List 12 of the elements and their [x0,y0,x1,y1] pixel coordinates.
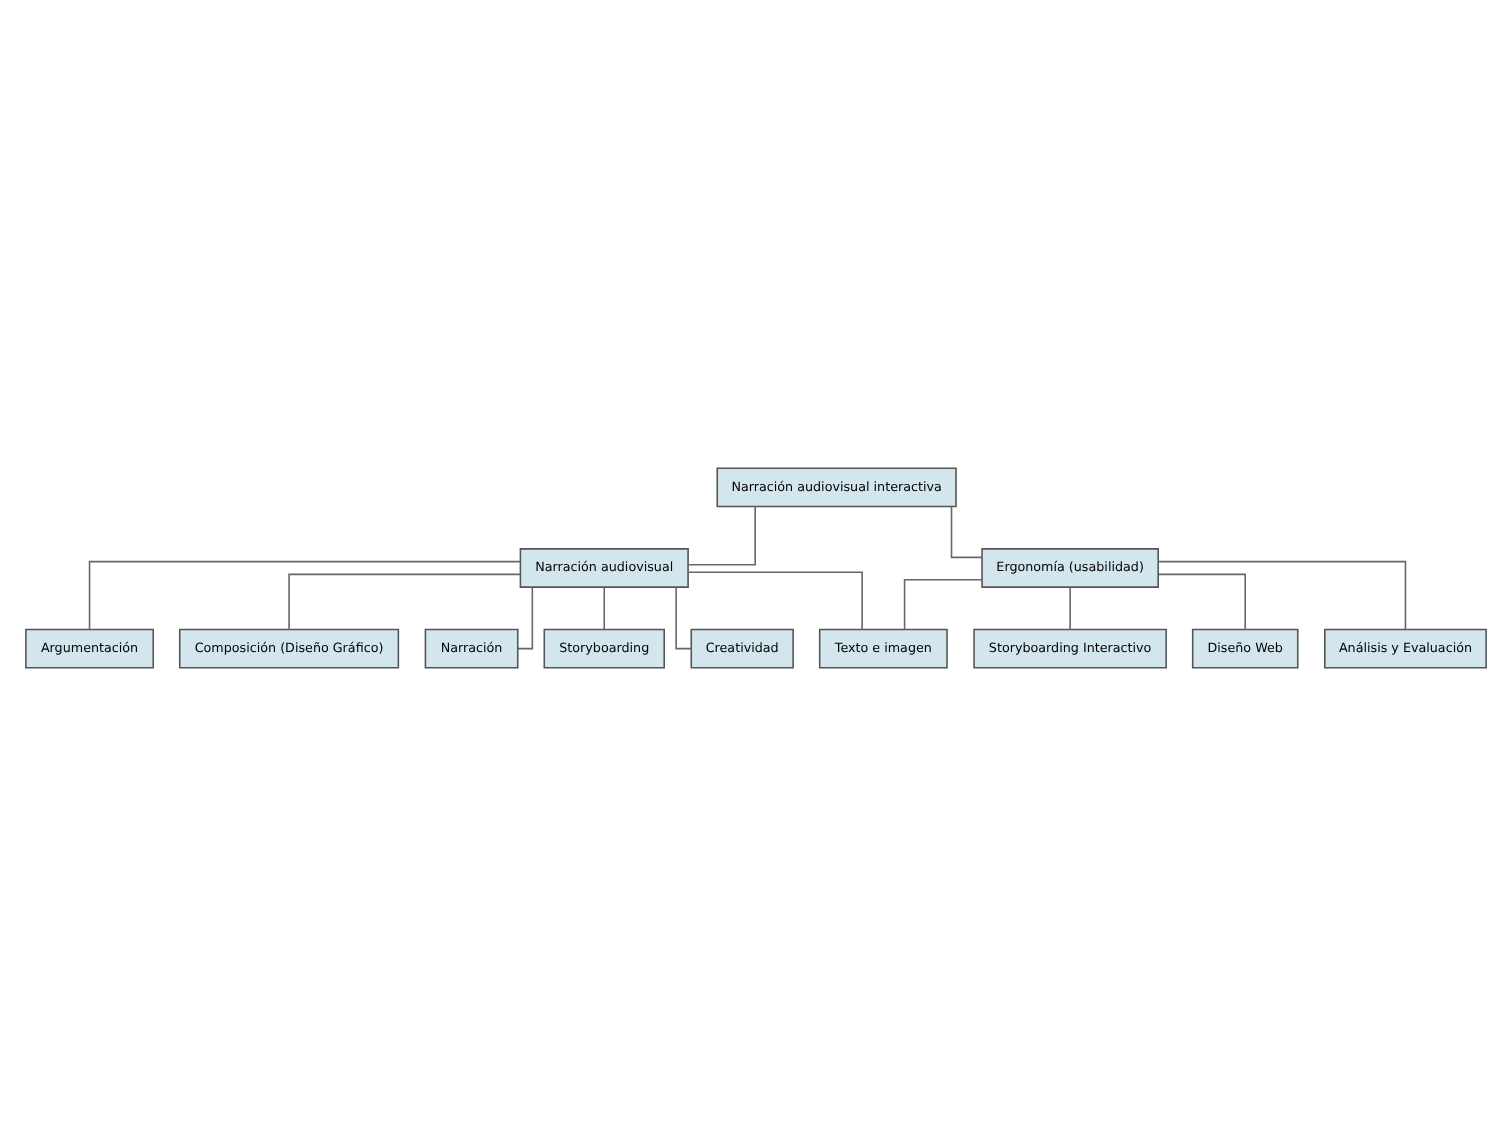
connector [88,560,522,631]
connector [950,505,983,559]
connector [1157,560,1407,631]
connector [687,571,863,631]
connector [903,578,983,631]
connector [1157,573,1246,631]
connector [675,586,692,650]
connector [517,586,534,650]
connector [288,573,521,631]
connector [687,505,756,566]
connector [603,586,606,631]
connector [1069,586,1071,631]
